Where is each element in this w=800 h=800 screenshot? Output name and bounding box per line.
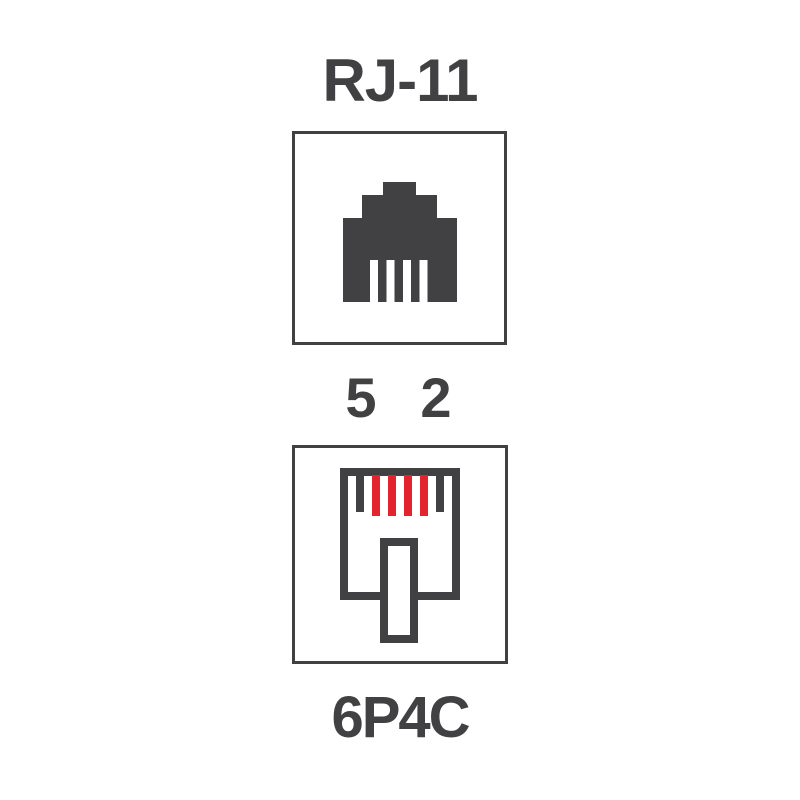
connector-type-label: 6P4C [331,685,470,750]
plug-latch [380,538,418,643]
plug-pin-5 [420,475,428,516]
pin-label-5: 5 [345,366,377,429]
jack-pin-slot [370,260,378,302]
jack-pin-slot [386,260,395,302]
rj11-plug-icon [340,468,460,643]
jack-pin-slot [403,260,411,302]
jack-pin-slot [419,260,428,302]
rj11-jack-icon [343,182,457,302]
jack-mid-step [362,195,437,219]
jack-base [343,218,457,302]
plug-pin-3 [388,475,396,516]
plug-pin-6 [436,475,444,512]
plug-pin-4 [404,475,412,516]
page-title: RJ-11 [322,47,478,114]
jack-panel [292,131,507,345]
pin-label-2: 2 [420,366,452,429]
plug-pin-2 [372,475,380,516]
jack-top-tab [383,182,416,196]
plug-pin-1 [356,475,364,512]
plug-panel [292,445,508,664]
